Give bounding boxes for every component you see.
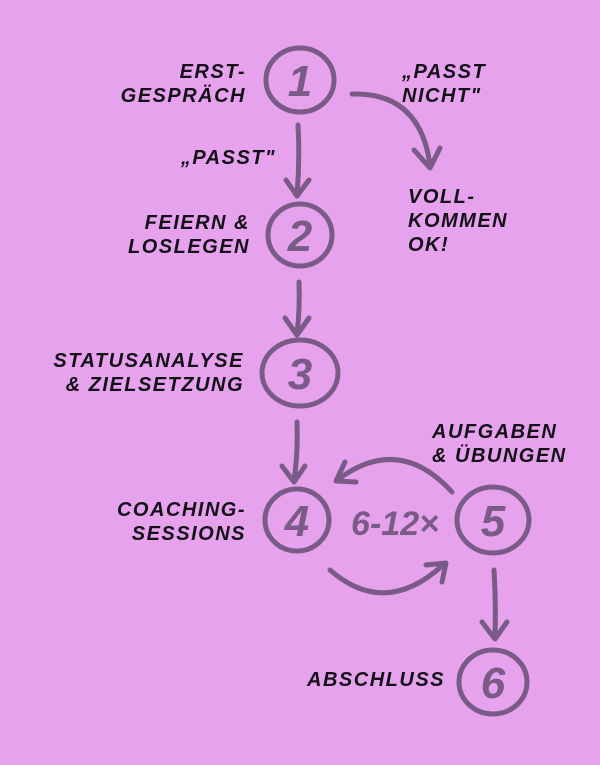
arrow-5-to-4 bbox=[333, 457, 455, 495]
step-6-label: Abschluss bbox=[307, 669, 445, 691]
step-3-number: 3 bbox=[288, 350, 312, 399]
branch-passt-nicht-label: „passt nicht" bbox=[402, 61, 487, 107]
step-2-circle: 2 bbox=[265, 201, 335, 269]
branch-passt-label: „passt" bbox=[180, 147, 276, 169]
arrow-3-to-4 bbox=[279, 419, 308, 485]
step-5-circle: 5 bbox=[454, 484, 532, 556]
branch-outcome-label: Voll- kommen ok! bbox=[408, 186, 509, 256]
step-4-number: 4 bbox=[284, 497, 309, 546]
arrow-5-to-6 bbox=[479, 567, 510, 642]
step-2-label: Feiern & loslegen bbox=[127, 212, 250, 258]
step-3-circle: 3 bbox=[259, 337, 341, 409]
step-4-circle: 4 bbox=[262, 486, 332, 554]
step-4-label: Coaching- Sessions bbox=[116, 499, 246, 545]
step-6-circle: 6 bbox=[456, 647, 530, 717]
loop-multiplier: 6-12× bbox=[351, 505, 439, 543]
step-6-number: 6 bbox=[481, 659, 506, 708]
step-5-label: Aufgaben & Übungen bbox=[432, 421, 567, 467]
step-3-label: Statusanalyse & Zielsetzung bbox=[53, 350, 244, 396]
arrow-4-to-5 bbox=[327, 560, 449, 596]
step-1-label: Erst- gespräch bbox=[120, 61, 246, 107]
arrow-1-to-2 bbox=[283, 122, 312, 199]
step-1-number: 1 bbox=[288, 57, 312, 106]
arrow-2-to-3 bbox=[282, 279, 312, 338]
step-5-number: 5 bbox=[481, 497, 506, 546]
step-2-number: 2 bbox=[287, 212, 313, 261]
step-1-circle: 1 bbox=[263, 45, 337, 115]
arrow-1-to-outcome bbox=[349, 91, 443, 171]
